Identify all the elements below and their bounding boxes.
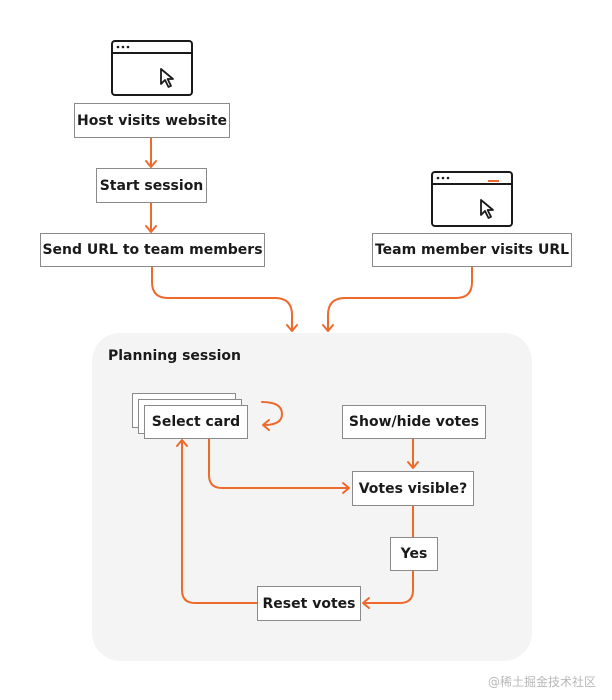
planning-session-title: Planning session bbox=[108, 348, 241, 364]
select-card-node: Select card bbox=[144, 405, 248, 439]
yes-node: Yes bbox=[390, 537, 438, 571]
team-member-visits-url-node: Team member visits URL bbox=[372, 233, 572, 267]
start-session-node: Start session bbox=[96, 168, 207, 203]
send-url-node: Send URL to team members bbox=[40, 233, 265, 267]
reset-votes-node: Reset votes bbox=[257, 586, 361, 621]
browser-window-cursor-icon bbox=[431, 171, 513, 227]
host-visits-website-node: Host visits website bbox=[74, 103, 230, 138]
show-hide-votes-node: Show/hide votes bbox=[342, 405, 486, 439]
browser-window-cursor-icon bbox=[111, 40, 193, 96]
votes-visible-node: Votes visible? bbox=[352, 471, 474, 506]
watermark-text: @稀土掘金技术社区 bbox=[487, 675, 596, 689]
